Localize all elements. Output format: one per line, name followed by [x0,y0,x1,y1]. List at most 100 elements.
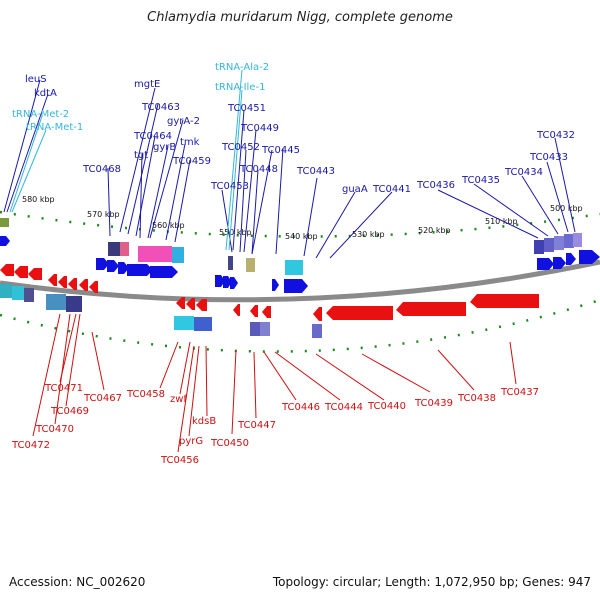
reverse-feature [262,306,271,318]
forward-feature [553,257,566,269]
feature-block [108,242,120,256]
gene-label: TC0435 [461,175,500,186]
forward-feature [127,264,153,276]
accession-text: Accession: NC_002620 [9,575,146,589]
forward-feature [272,279,279,291]
reverse-feature [326,306,393,320]
gene-label: kdtA [34,88,57,99]
feature-block [0,284,12,298]
forward-feature [537,258,554,270]
kbp-label: 510 kbp [485,217,518,226]
forward-feature [150,266,178,278]
gene-label: TC0453 [210,181,249,192]
gene-label: TC0438 [457,393,496,404]
forward-tick-track [0,210,600,238]
feature-block [66,296,82,312]
forward-feature [96,258,109,270]
forward-feature [107,260,119,272]
gene-label: TC0444 [324,402,363,413]
reverse-feature [196,299,207,311]
feature-block [0,218,9,227]
reverse-feature [58,276,67,288]
feature-block [285,260,303,275]
genome-backbone [0,259,600,303]
gene-label: TC0459 [172,156,211,167]
gene-label: TC0458 [126,389,165,400]
reverse-blocks [0,284,322,338]
feature-block [260,322,270,336]
gene-label: tmk [180,137,200,148]
gene-label: TC0447 [237,420,276,431]
reverse-feature [396,302,466,316]
gene-label: TC0472 [11,440,50,451]
feature-block [246,258,255,272]
gene-label: TC0452 [221,142,260,153]
reverse-feature [79,279,88,291]
feature-block [120,242,129,256]
gene-label: TC0471 [44,383,83,394]
reverse-feature [470,294,539,308]
gene-label: tgt [134,150,148,161]
feature-block [174,316,194,330]
reverse-feature [250,305,258,317]
feature-block [24,288,34,302]
gene-label: tRNA-Ile-1 [215,82,265,93]
gene-label: gyrA-2 [167,116,200,127]
forward-feature [0,236,10,246]
feature-block [564,234,574,248]
gene-label: TC0464 [133,131,172,142]
kbp-label: 520 kbp [418,226,451,235]
gene-label: kdsB [192,416,216,427]
reverse-features [0,264,539,321]
reverse-feature [14,266,28,278]
gene-label: leuS [25,74,47,85]
gene-label: TC0434 [504,167,543,178]
feature-block [554,236,564,250]
reverse-label-leaders [32,313,517,453]
kbp-label: 560 kbp [152,221,185,230]
reverse-feature [48,274,57,286]
feature-block [312,324,322,338]
feature-block [12,286,24,300]
gene-label: TC0433 [529,152,568,163]
feature-block [228,256,233,270]
trna-label-leaders [9,69,243,251]
gene-label: TC0450 [210,438,249,449]
gene-label: TC0456 [160,455,199,466]
gene-label: tRNA-Met-2 [12,109,69,120]
forward-features [0,236,600,293]
gene-label: TC0441 [372,184,411,195]
kbp-label: 530 kbp [352,230,385,239]
forward-feature [118,262,129,274]
gene-label: zwf [170,394,187,405]
reverse-feature [313,307,322,321]
forward-feature [223,276,232,288]
gene-label: TC0468 [82,164,121,175]
forward-feature [284,279,308,293]
forward-feature [579,250,600,264]
map-title: Chlamydia muridarum Nigg, complete genom… [147,10,453,25]
gene-label: TC0445 [261,145,300,156]
forward-gene-labels: leuS kdtA tRNA-Met-2 tRNA-Met-1 mgtE TC0… [12,62,575,195]
gene-label: TC0436 [416,180,455,191]
feature-block [46,294,66,310]
gene-label: TC0449 [240,123,279,134]
feature-block [544,238,554,252]
gene-label: TC0439 [414,398,453,409]
kbp-label: 570 kbp [87,210,120,219]
reverse-feature [68,278,77,290]
gene-label: TC0440 [367,401,406,412]
forward-feature [230,277,238,289]
gene-label: TC0446 [281,402,320,413]
gene-label: TC0443 [296,166,335,177]
gene-label: TC0451 [227,103,266,114]
feature-block [250,322,260,336]
kbp-label: 550 kbp [219,228,252,237]
reverse-feature [186,298,195,310]
gene-label: TC0467 [83,393,122,404]
feature-block [138,246,172,262]
feature-block [172,247,184,263]
feature-block [194,317,212,331]
reverse-feature [0,264,14,276]
forward-label-leaders [3,79,576,259]
